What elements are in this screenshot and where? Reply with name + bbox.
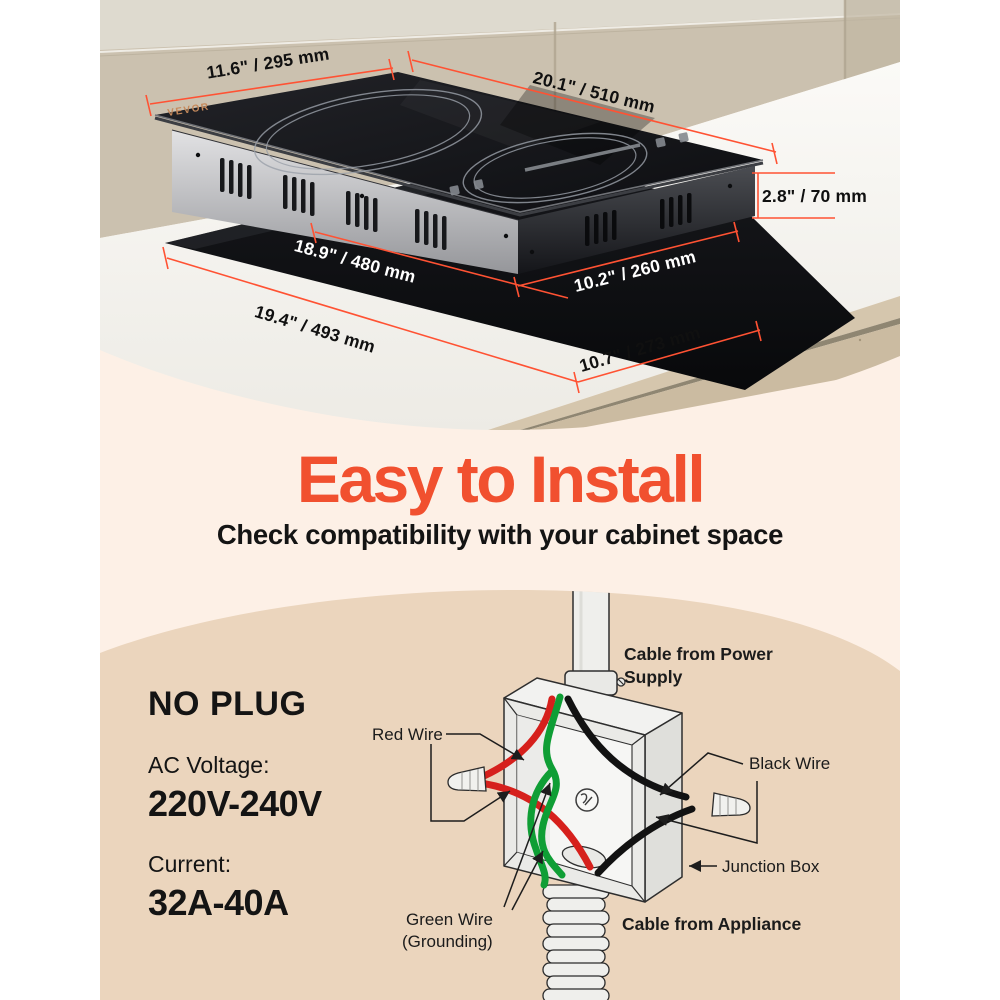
voltage-label: AC Voltage:: [148, 752, 270, 778]
black-wire-bottom: [598, 809, 692, 873]
cooktop-illustration: VEVOR: [100, 0, 900, 430]
electrical-specs: NO PLUG AC Voltage: 220V-240V Current: 3…: [148, 685, 322, 924]
wire-nut-left: [448, 767, 486, 791]
voltage-value: 220V-240V: [148, 783, 322, 824]
body-screws: [196, 153, 732, 254]
red-wire-top: [484, 699, 552, 776]
touch-controls: [449, 132, 689, 196]
green-wire-label-line1: Green Wire: [406, 910, 493, 929]
current-value: 32A-40A: [148, 882, 289, 923]
pointer-lines: [431, 734, 757, 910]
vent-slots-left: [220, 158, 447, 250]
dimension-lines: [146, 51, 835, 393]
green-wire-2: [531, 771, 552, 885]
green-wire-label-line2: (Grounding): [402, 932, 493, 951]
ground-screw: [576, 789, 598, 811]
cooktop-glass: VEVOR: [155, 72, 763, 215]
black-wire-label: Black Wire: [749, 754, 831, 773]
wires: [480, 697, 692, 885]
page-title: Easy to Install: [296, 442, 706, 516]
heading-section: Easy to Install Check compatibility with…: [100, 430, 900, 585]
product-photo-section: VEVOR 11.6" / 295 mm: [100, 0, 900, 430]
green-wire-1: [542, 697, 562, 875]
red-wire-label: Red Wire: [372, 725, 443, 744]
page-subtitle: Check compatibility with your cabinet sp…: [216, 519, 784, 550]
vent-slots-right: [585, 193, 692, 246]
appliance-conduit: [543, 885, 609, 1000]
cooktop-body: [172, 130, 755, 274]
wire-nut-right: [712, 793, 750, 816]
power-conduit: [565, 585, 625, 695]
dimension-height: 2.8" / 70 mm: [762, 186, 868, 206]
current-label: Current:: [148, 851, 232, 877]
junction-box-label: Junction Box: [722, 857, 820, 876]
infographic-column: VEVOR 11.6" / 295 mm: [100, 0, 900, 1000]
wiring-section: NO PLUG AC Voltage: 220V-240V Current: 3…: [100, 585, 900, 1000]
junction-box-illustration: [100, 585, 900, 1000]
no-plug-label: NO PLUG: [148, 685, 307, 723]
cable-power-supply-label: Cable from Power Supply: [624, 644, 773, 687]
burner-left: [248, 75, 488, 190]
cable-appliance-label: Cable from Appliance: [622, 914, 802, 934]
